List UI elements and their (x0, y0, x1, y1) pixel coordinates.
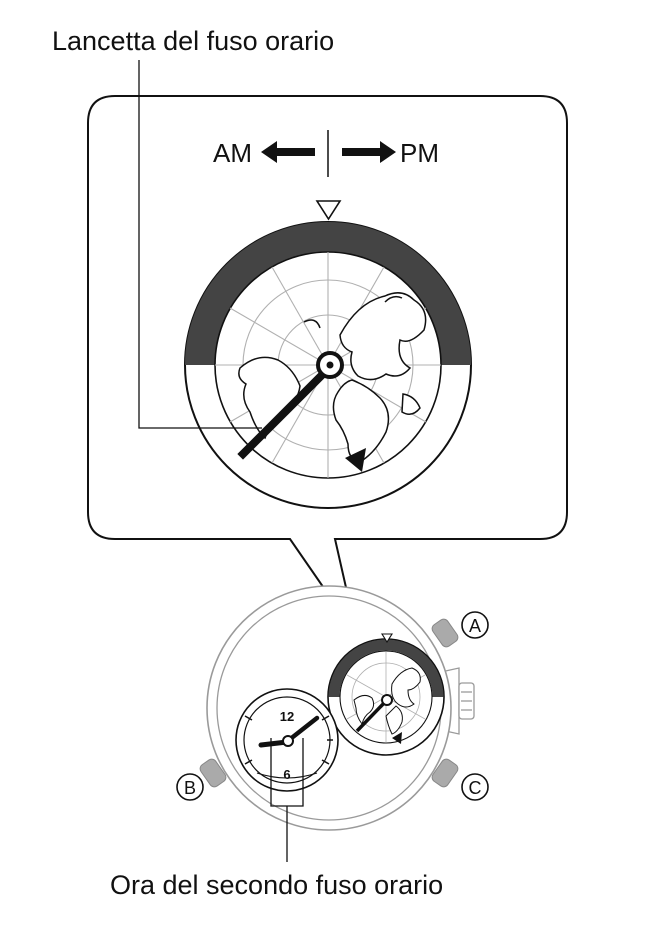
subdial-6-numeral: 6 (283, 767, 290, 782)
right-arrow-icon (342, 141, 396, 163)
timezone-hand-pin (326, 361, 334, 369)
zoom-dial-dark-bezel-arc (185, 222, 471, 366)
top-reference-marker-icon (315, 200, 342, 221)
svg-text:A: A (469, 616, 481, 636)
second-timezone-subdial-arc (256, 772, 318, 779)
zoom-world-map-icon (238, 292, 427, 463)
world-time-top-marker-icon (381, 633, 393, 644)
svg-text:C: C (469, 778, 482, 798)
pm-label: PM (400, 138, 439, 168)
world-time-dial-inner (339, 650, 433, 744)
world-time-hand-hub (381, 694, 393, 706)
button-c-pusher (431, 758, 459, 788)
button-b-label: B (176, 773, 204, 801)
timezone-hand-callout-label: Lancetta del fuso orario (52, 26, 335, 56)
second-timezone-hand-hub (282, 735, 294, 747)
second-timezone-hour-ticks (244, 715, 333, 765)
button-a-pusher (431, 618, 459, 648)
second-timezone-minute-hand (286, 715, 320, 743)
second-timezone-callout-label: Ora del secondo fuso orario (110, 870, 444, 900)
button-a-label: A (461, 611, 489, 639)
timezone-hand (237, 359, 338, 460)
svg-text:B: B (184, 778, 196, 798)
world-time-hand (355, 698, 389, 733)
button-c-label: C (461, 773, 489, 801)
subdial-12-numeral: 12 (280, 709, 294, 724)
world-time-position-marker-icon (392, 732, 402, 744)
current-position-marker-icon (345, 448, 366, 472)
left-arrow-icon (261, 141, 315, 163)
timezone-hand-leader-line (138, 60, 262, 429)
button-b-pusher (199, 758, 227, 788)
am-label: AM (213, 138, 252, 168)
world-time-dial-dark-bezel-arc (328, 639, 444, 698)
world-time-map-icon (353, 667, 421, 735)
